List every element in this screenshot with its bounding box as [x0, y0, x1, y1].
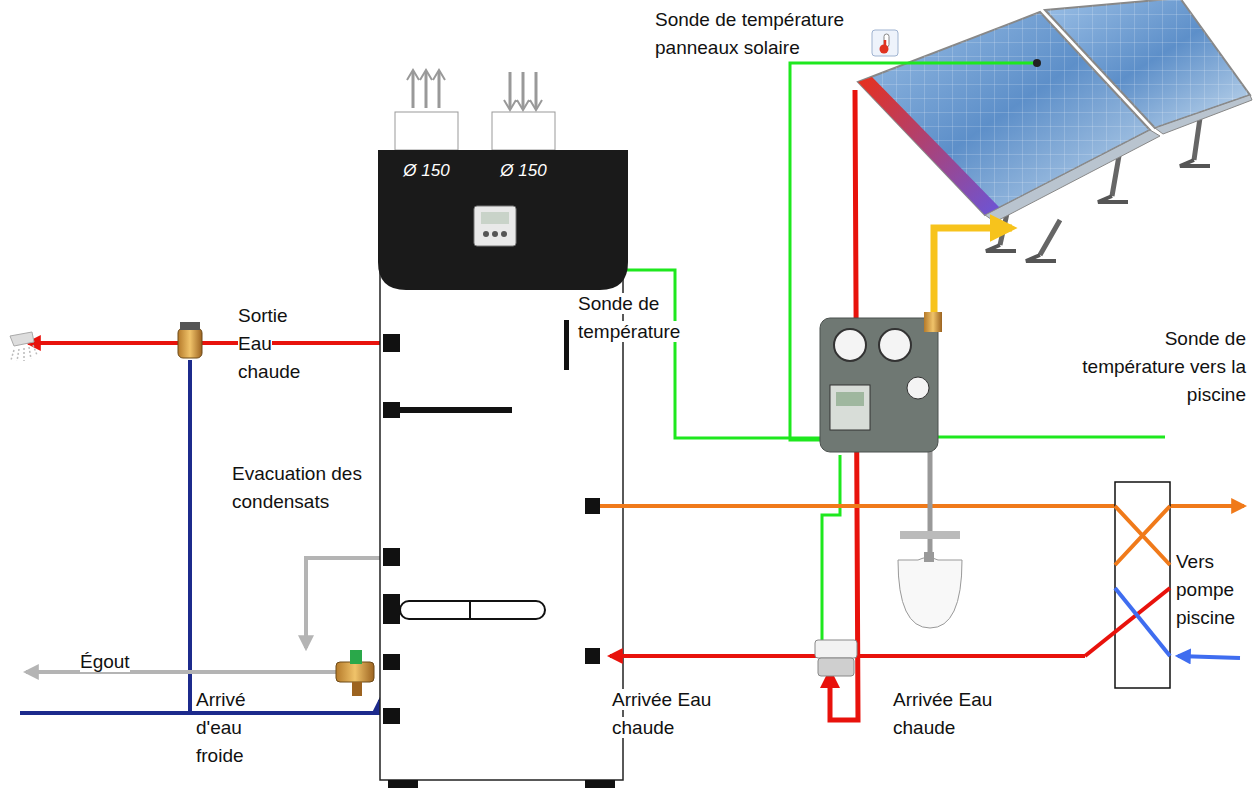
- annotation-label: Arrivé d'eau froide: [196, 686, 276, 770]
- hot-water-pipe: [28, 341, 392, 345]
- condensate-pipe: [306, 558, 392, 648]
- thermometer-icon: [872, 30, 898, 56]
- annotation-label: Evacuation des condensats: [232, 460, 380, 516]
- cold-feed-mixer: [188, 360, 192, 713]
- label-text: Sonde de température: [578, 293, 680, 342]
- annotation-label: Égout: [80, 648, 150, 676]
- label-text: Égout: [80, 651, 130, 672]
- annotation-label: Sonde de température panneaux solaire: [655, 6, 865, 62]
- pool-outlet-arrow: [1170, 504, 1244, 508]
- duct-collar: Ø 150: [492, 156, 555, 186]
- pool-outlet-pipe: [600, 504, 1115, 508]
- annotation-label: Arrivée Eau chaude: [893, 686, 1019, 742]
- pool-heat-exchanger: [1085, 482, 1240, 688]
- label-text: Sonde de température panneaux solaire: [655, 9, 844, 58]
- label-text: Sortie Eau chaude: [238, 305, 300, 382]
- shower-icon: [10, 332, 37, 361]
- label-text: Sonde de température vers la piscine: [1082, 328, 1246, 405]
- annotation-label: Sonde de température: [578, 290, 698, 346]
- duct-collar: Ø 150: [395, 156, 458, 186]
- drain-pipe: [26, 670, 340, 674]
- duct-diameter: Ø 150: [500, 161, 546, 181]
- duct-diameter: Ø 150: [403, 161, 449, 181]
- safety-group: [336, 650, 374, 696]
- label-text: Arrivé d'eau froide: [196, 689, 246, 766]
- solar-return-pipe: [934, 228, 1012, 318]
- label-text: Evacuation des condensats: [232, 463, 362, 512]
- three-way-valve: [815, 640, 857, 676]
- label-text: Arrivée Eau chaude: [893, 689, 992, 738]
- annotation-label: Vers pompe piscine: [1176, 548, 1250, 632]
- mixing-valve: [178, 322, 202, 358]
- label-text: Vers pompe piscine: [1176, 551, 1235, 628]
- sensor-wires: [570, 63, 1165, 640]
- annotation-label: Sonde de température vers la piscine: [1074, 325, 1246, 409]
- solar-pump-station: [820, 312, 962, 628]
- annotation-label: Arrivée Eau chaude: [612, 686, 738, 742]
- label-text: Arrivée Eau chaude: [612, 689, 711, 738]
- water-heater-tank: [378, 70, 628, 788]
- solar-panels: [858, 0, 1252, 261]
- annotation-label: Sortie Eau chaude: [238, 302, 316, 386]
